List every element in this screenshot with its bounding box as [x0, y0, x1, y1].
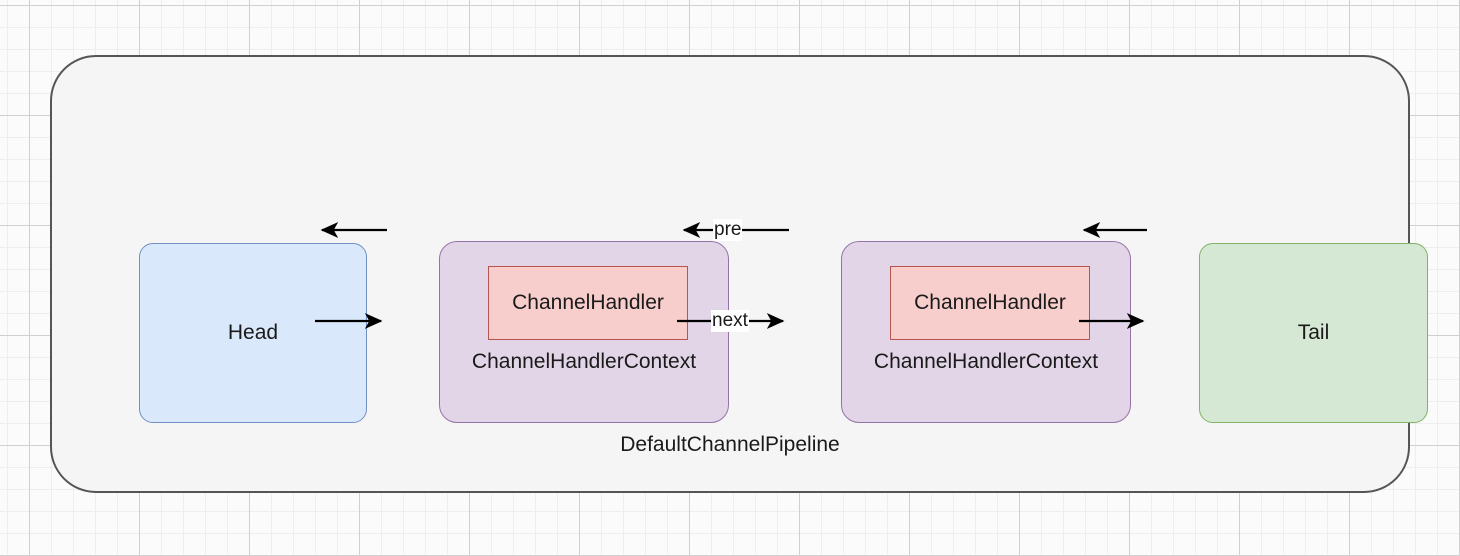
edge-label-next: next	[711, 310, 749, 332]
node-channel-handler-1[interactable]: ChannelHandler	[488, 266, 688, 340]
node-head-label: Head	[227, 321, 279, 344]
node-channel-handler-1-label: ChannelHandler	[512, 291, 664, 314]
node-channel-handler-2[interactable]: ChannelHandler	[890, 266, 1090, 340]
edge-label-pre: pre	[713, 219, 743, 241]
node-channel-handler-context-2[interactable]: ChannelHandler ChannelHandlerContext	[841, 241, 1131, 423]
node-tail[interactable]: Tail	[1199, 243, 1428, 423]
node-channel-handler-context-2-label: ChannelHandlerContext	[873, 350, 1099, 373]
pipeline-caption: DefaultChannelPipeline	[620, 433, 840, 456]
node-channel-handler-context-1[interactable]: ChannelHandler ChannelHandlerContext	[439, 241, 729, 423]
node-channel-handler-2-label: ChannelHandler	[914, 291, 1066, 314]
node-head[interactable]: Head	[139, 243, 367, 423]
node-tail-label: Tail	[1297, 321, 1330, 344]
node-channel-handler-context-1-label: ChannelHandlerContext	[471, 350, 697, 373]
default-channel-pipeline-container[interactable]: Head ChannelHandler ChannelHandlerContex…	[50, 55, 1428, 493]
